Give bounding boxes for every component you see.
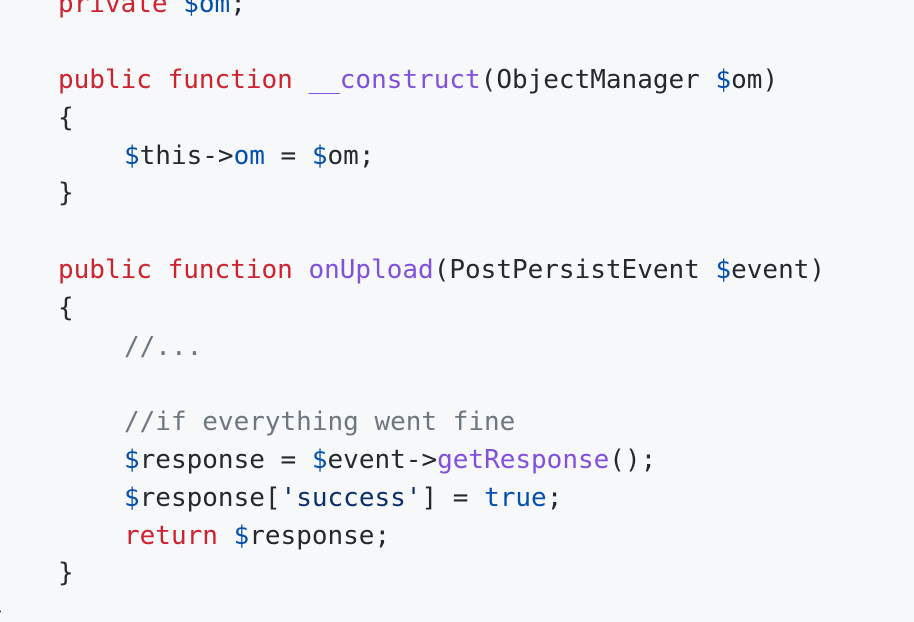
method-getresponse: getResponse: [437, 445, 610, 475]
variable-om: om: [327, 141, 359, 171]
brace-open: {: [58, 103, 74, 133]
code-line-close-brace: }: [58, 554, 74, 592]
string-success: 'success': [280, 483, 422, 513]
this-keyword: this: [139, 141, 203, 171]
variable-event: event: [327, 445, 406, 475]
space: [152, 65, 168, 95]
dollar-sign: $: [311, 445, 328, 475]
type-hint: PostPersistEvent: [449, 255, 700, 285]
semicolon: ;: [230, 0, 246, 19]
paren-open: (: [433, 255, 450, 285]
paren-close: ): [809, 255, 826, 285]
comment: //...: [124, 332, 203, 362]
dollar-sign: $: [183, 0, 199, 19]
arrow-operator: ->: [202, 141, 234, 171]
space: [293, 65, 309, 95]
assign-operator: =: [264, 141, 312, 171]
property-om: om: [233, 141, 265, 171]
brace-close: }: [0, 596, 4, 622]
code-line-class-close-brace: }: [0, 592, 4, 622]
code-line-assign-om: $this->om = $om;: [124, 137, 375, 175]
keyword-function: function: [167, 255, 293, 285]
variable-response: response: [249, 521, 375, 551]
semicolon: ;: [358, 141, 375, 171]
space: [218, 521, 234, 551]
function-name-construct: __construct: [308, 65, 481, 95]
dollar-sign: $: [124, 445, 140, 475]
bracket-open: [: [264, 483, 281, 513]
boolean-true: true: [484, 483, 547, 513]
code-line-private-om: private $om;: [58, 0, 246, 23]
variable-response: response: [139, 445, 265, 475]
semicolon: ;: [374, 521, 391, 551]
keyword-private: private: [58, 0, 168, 19]
semicolon: ;: [546, 483, 563, 513]
code-line-onupload-signature: public function onUpload(PostPersistEven…: [58, 251, 825, 289]
comment: //if everything went fine: [124, 407, 516, 437]
code-line-close-brace: }: [58, 174, 74, 212]
dollar-sign: $: [715, 65, 732, 95]
space: [700, 255, 716, 285]
dollar-sign: $: [124, 483, 140, 513]
code-line-open-brace: {: [58, 99, 74, 137]
variable-response: response: [139, 483, 265, 513]
code-line-return: return $response;: [124, 517, 390, 555]
dollar-sign: $: [124, 141, 140, 171]
argument-event: event: [731, 255, 810, 285]
dollar-sign: $: [311, 141, 328, 171]
dollar-sign: $: [233, 521, 250, 551]
code-line-comment-fine: //if everything went fine: [124, 403, 515, 441]
keyword-return: return: [124, 521, 218, 551]
code-line-comment-ellipsis: //...: [124, 328, 202, 366]
argument-om: om: [731, 65, 763, 95]
code-line-open-brace: {: [58, 289, 74, 327]
keyword-public: public: [58, 255, 152, 285]
brace-close: }: [58, 558, 74, 588]
code-line-construct-signature: public function __construct(ObjectManage…: [58, 61, 778, 99]
paren-close: ): [762, 65, 779, 95]
function-name-onupload: onUpload: [308, 255, 434, 285]
space: [152, 255, 168, 285]
brace-open: {: [58, 293, 74, 323]
assign-operator: =: [437, 483, 485, 513]
property-om: om: [198, 0, 231, 19]
dollar-sign: $: [715, 255, 732, 285]
code-line-set-success: $response['success'] = true;: [124, 479, 562, 517]
space: [700, 65, 716, 95]
assign-operator: =: [264, 445, 312, 475]
paren-open: (: [480, 65, 497, 95]
arrow-operator: ->: [405, 445, 438, 475]
bracket-close: ]: [421, 483, 438, 513]
keyword-public: public: [58, 65, 152, 95]
code-line-get-response: $response = $event->getResponse();: [124, 441, 656, 479]
space: [293, 255, 309, 285]
brace-close: }: [58, 178, 74, 208]
space: [168, 0, 184, 19]
type-hint: ObjectManager: [496, 65, 700, 95]
call-parens: ();: [609, 445, 657, 475]
keyword-function: function: [167, 65, 293, 95]
